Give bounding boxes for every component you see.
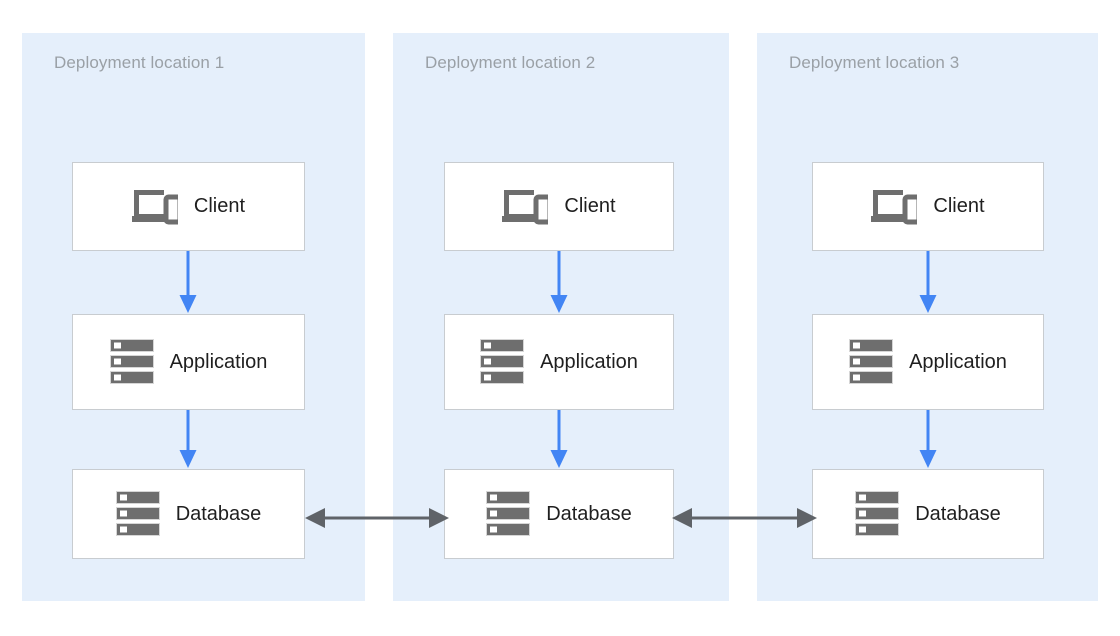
panel-2-node-client[interactable]: Client: [444, 162, 674, 251]
panel-2-arrow-client-to-application: [548, 251, 570, 314]
panel-3-node-database-label: Database: [915, 502, 1001, 525]
panel-1-node-application[interactable]: Application: [72, 314, 305, 410]
panel-2-arrow-application-to-database: [548, 410, 570, 469]
deployment-location-panel-1: Deployment location 1 Client: [22, 33, 365, 601]
panel-2-node-client-label: Client: [564, 195, 616, 217]
connector-database-2-to-database-3: [672, 505, 817, 531]
server-icon: [849, 339, 894, 385]
panel-2-node-database[interactable]: Database: [444, 469, 674, 559]
panel-3-node-client-label: Client: [933, 195, 985, 217]
panel-2-title: Deployment location 2: [425, 53, 596, 72]
connector-database-1-to-database-2: [305, 505, 449, 531]
panel-2-node-database-label: Database: [546, 502, 632, 525]
panel-3-node-database[interactable]: Database: [812, 469, 1044, 559]
devices-icon: [502, 188, 549, 226]
panel-3-node-application[interactable]: Application: [812, 314, 1044, 410]
database-icon: [486, 491, 531, 537]
panel-1-node-database[interactable]: Database: [72, 469, 305, 559]
panel-3-title: Deployment location 3: [789, 53, 960, 72]
database-icon: [855, 491, 900, 537]
devices-icon: [871, 188, 918, 226]
database-icon: [115, 491, 160, 537]
panel-1-node-client-label: Client: [193, 195, 246, 217]
server-icon: [480, 339, 525, 385]
panel-2-node-application-label: Application: [540, 350, 638, 373]
panel-3-node-client[interactable]: Client: [812, 162, 1044, 251]
panel-3-node-application-label: Application: [909, 350, 1007, 373]
devices-icon: [131, 188, 178, 226]
panel-1-arrow-application-to-database: [177, 410, 199, 469]
deployment-location-panel-3: Deployment location 3 Client: [757, 33, 1098, 601]
panel-1-title: Deployment location 1: [54, 53, 225, 72]
panel-3-arrow-client-to-application: [917, 251, 939, 314]
panel-3-arrow-application-to-database: [917, 410, 939, 469]
panel-1-node-database-label: Database: [175, 502, 262, 525]
panel-1-node-application-label: Application: [169, 350, 268, 373]
server-icon: [109, 339, 154, 385]
panel-2-node-application[interactable]: Application: [444, 314, 674, 410]
deployment-location-panel-2: Deployment location 2 Client: [393, 33, 729, 601]
panel-1-node-client[interactable]: Client: [72, 162, 305, 251]
panel-1-arrow-client-to-application: [177, 251, 199, 314]
